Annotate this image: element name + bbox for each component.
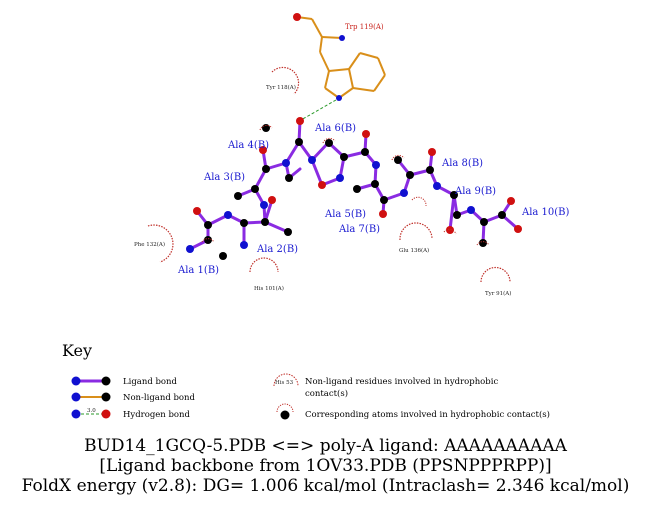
label-ala1: Ala 1(B) — [177, 265, 219, 276]
caption-line-3: FoldX energy (v2.8): DG= 1.006 kcal/mol … — [21, 476, 630, 496]
key-nonligand-bond: Non-ligand bond — [71, 392, 195, 403]
label-his101: His 101(A) — [254, 285, 284, 292]
svg-text:His 53: His 53 — [275, 380, 294, 386]
label-ala4: Ala 4(B) — [227, 140, 269, 151]
label-phe132: Phe 132(A) — [134, 241, 165, 248]
svg-text:Non-ligand residues involved i: Non-ligand residues involved in hydropho… — [305, 377, 498, 387]
label-ala6: Ala 6(B) — [314, 123, 356, 134]
label-ala3: Ala 3(B) — [203, 172, 245, 183]
label-tyr118: Tyr 118(A) — [266, 84, 296, 91]
caption-line-2: [Ligand backbone from 1OV33.PDB (PPSNPPP… — [99, 456, 552, 476]
svg-text:contact(s): contact(s) — [305, 388, 348, 399]
key-hydrophobic-residue: His 53 Non-ligand residues involved in h… — [273, 373, 498, 399]
label-trp119: Trp 119(A) — [345, 23, 384, 31]
key-hydrogen-bond: 3.0 Hydrogen bond — [71, 408, 191, 420]
svg-text:Non-ligand bond: Non-ligand bond — [123, 393, 195, 403]
label-ala9: Ala 9(B) — [454, 186, 496, 197]
hydrophobic-residue-arcs — [147, 66, 511, 283]
label-ala10: Ala 10(B) — [521, 207, 570, 218]
label-glu136: Glu 136(A) — [399, 247, 429, 254]
key-title: Key — [62, 341, 93, 360]
label-ala5: Ala 5(B) — [324, 209, 366, 220]
trp119-atoms — [293, 13, 345, 101]
label-tyr91: Tyr 91(A) — [485, 290, 511, 297]
atom-contact-arcs — [201, 124, 490, 246]
svg-text:3.0: 3.0 — [87, 408, 96, 414]
hydrogen-bond-line — [300, 99, 337, 121]
caption-line-1: BUD14_1GCQ-5.PDB <=> poly-A ligand: AAAA… — [84, 436, 567, 456]
trp119-residue — [296, 16, 386, 99]
key-hydrophobic-atoms: Corresponding atoms involved in hydropho… — [276, 403, 550, 420]
svg-text:Hydrogen bond: Hydrogen bond — [123, 410, 191, 420]
svg-text:Corresponding atoms involved i: Corresponding atoms involved in hydropho… — [305, 409, 550, 420]
label-ala8: Ala 8(B) — [441, 158, 483, 169]
ligand-atoms — [186, 117, 522, 260]
label-ala2: Ala 2(B) — [256, 244, 298, 255]
key-ligand-bond: Ligand bond — [71, 376, 178, 387]
label-ala7: Ala 7(B) — [338, 224, 380, 235]
svg-text:Ligand bond: Ligand bond — [123, 377, 178, 387]
